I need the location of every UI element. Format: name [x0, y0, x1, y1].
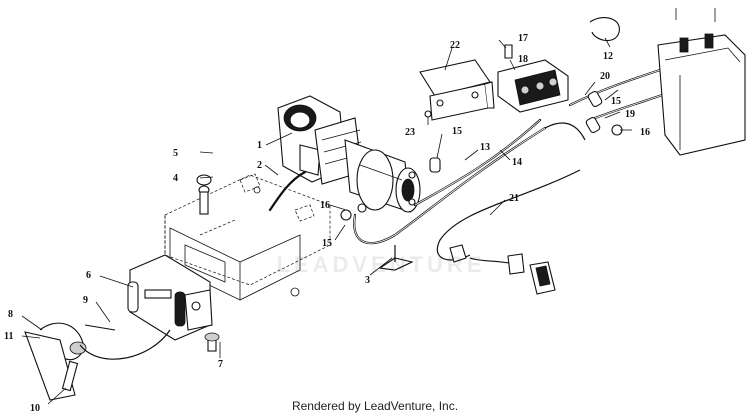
mounting-plate	[164, 173, 331, 301]
callout-4: 4	[173, 173, 178, 184]
callout-20: 20	[600, 71, 610, 82]
leader-lines	[21, 37, 632, 405]
callout-6: 6	[86, 270, 91, 281]
watermark: LEADVENTURE	[276, 252, 486, 277]
callout-8: 8	[8, 309, 13, 320]
callout-21: 21	[509, 193, 519, 204]
footer-credit: Rendered by LeadVenture, Inc.	[291, 399, 459, 413]
callout-15c: 15	[611, 96, 621, 107]
cable-run	[268, 68, 692, 266]
callouts: 1 2 3 4 5 6 7 8 9 10 11 12 13 14 15 15 1…	[4, 33, 650, 414]
callout-19: 19	[625, 109, 635, 120]
callout-15b: 15	[322, 238, 332, 249]
callout-5: 5	[173, 148, 178, 159]
callout-10: 10	[30, 403, 40, 414]
callout-2: 2	[257, 160, 262, 171]
callout-1: 1	[257, 140, 262, 151]
rocker-switch	[449, 244, 556, 295]
solenoid-contactor	[497, 44, 569, 113]
callout-11: 11	[4, 331, 13, 342]
callout-14: 14	[512, 157, 522, 168]
contactor-bracket	[419, 59, 495, 121]
callout-23: 23	[405, 127, 415, 138]
roller-fairlead	[127, 254, 213, 341]
battery	[657, 8, 746, 156]
callout-12: 12	[603, 51, 613, 62]
callout-18: 18	[518, 54, 528, 65]
callout-9: 9	[83, 295, 88, 306]
callout-3: 3	[365, 275, 370, 286]
winch-assembly	[277, 95, 421, 213]
callout-22: 22	[450, 40, 460, 51]
callout-7: 7	[218, 359, 223, 370]
callout-13: 13	[480, 142, 490, 153]
callout-17: 17	[518, 33, 528, 44]
callout-15a: 15	[452, 126, 462, 137]
callout-16b: 16	[640, 127, 650, 138]
hook-assembly	[24, 322, 171, 401]
callout-16a: 16	[320, 200, 330, 211]
